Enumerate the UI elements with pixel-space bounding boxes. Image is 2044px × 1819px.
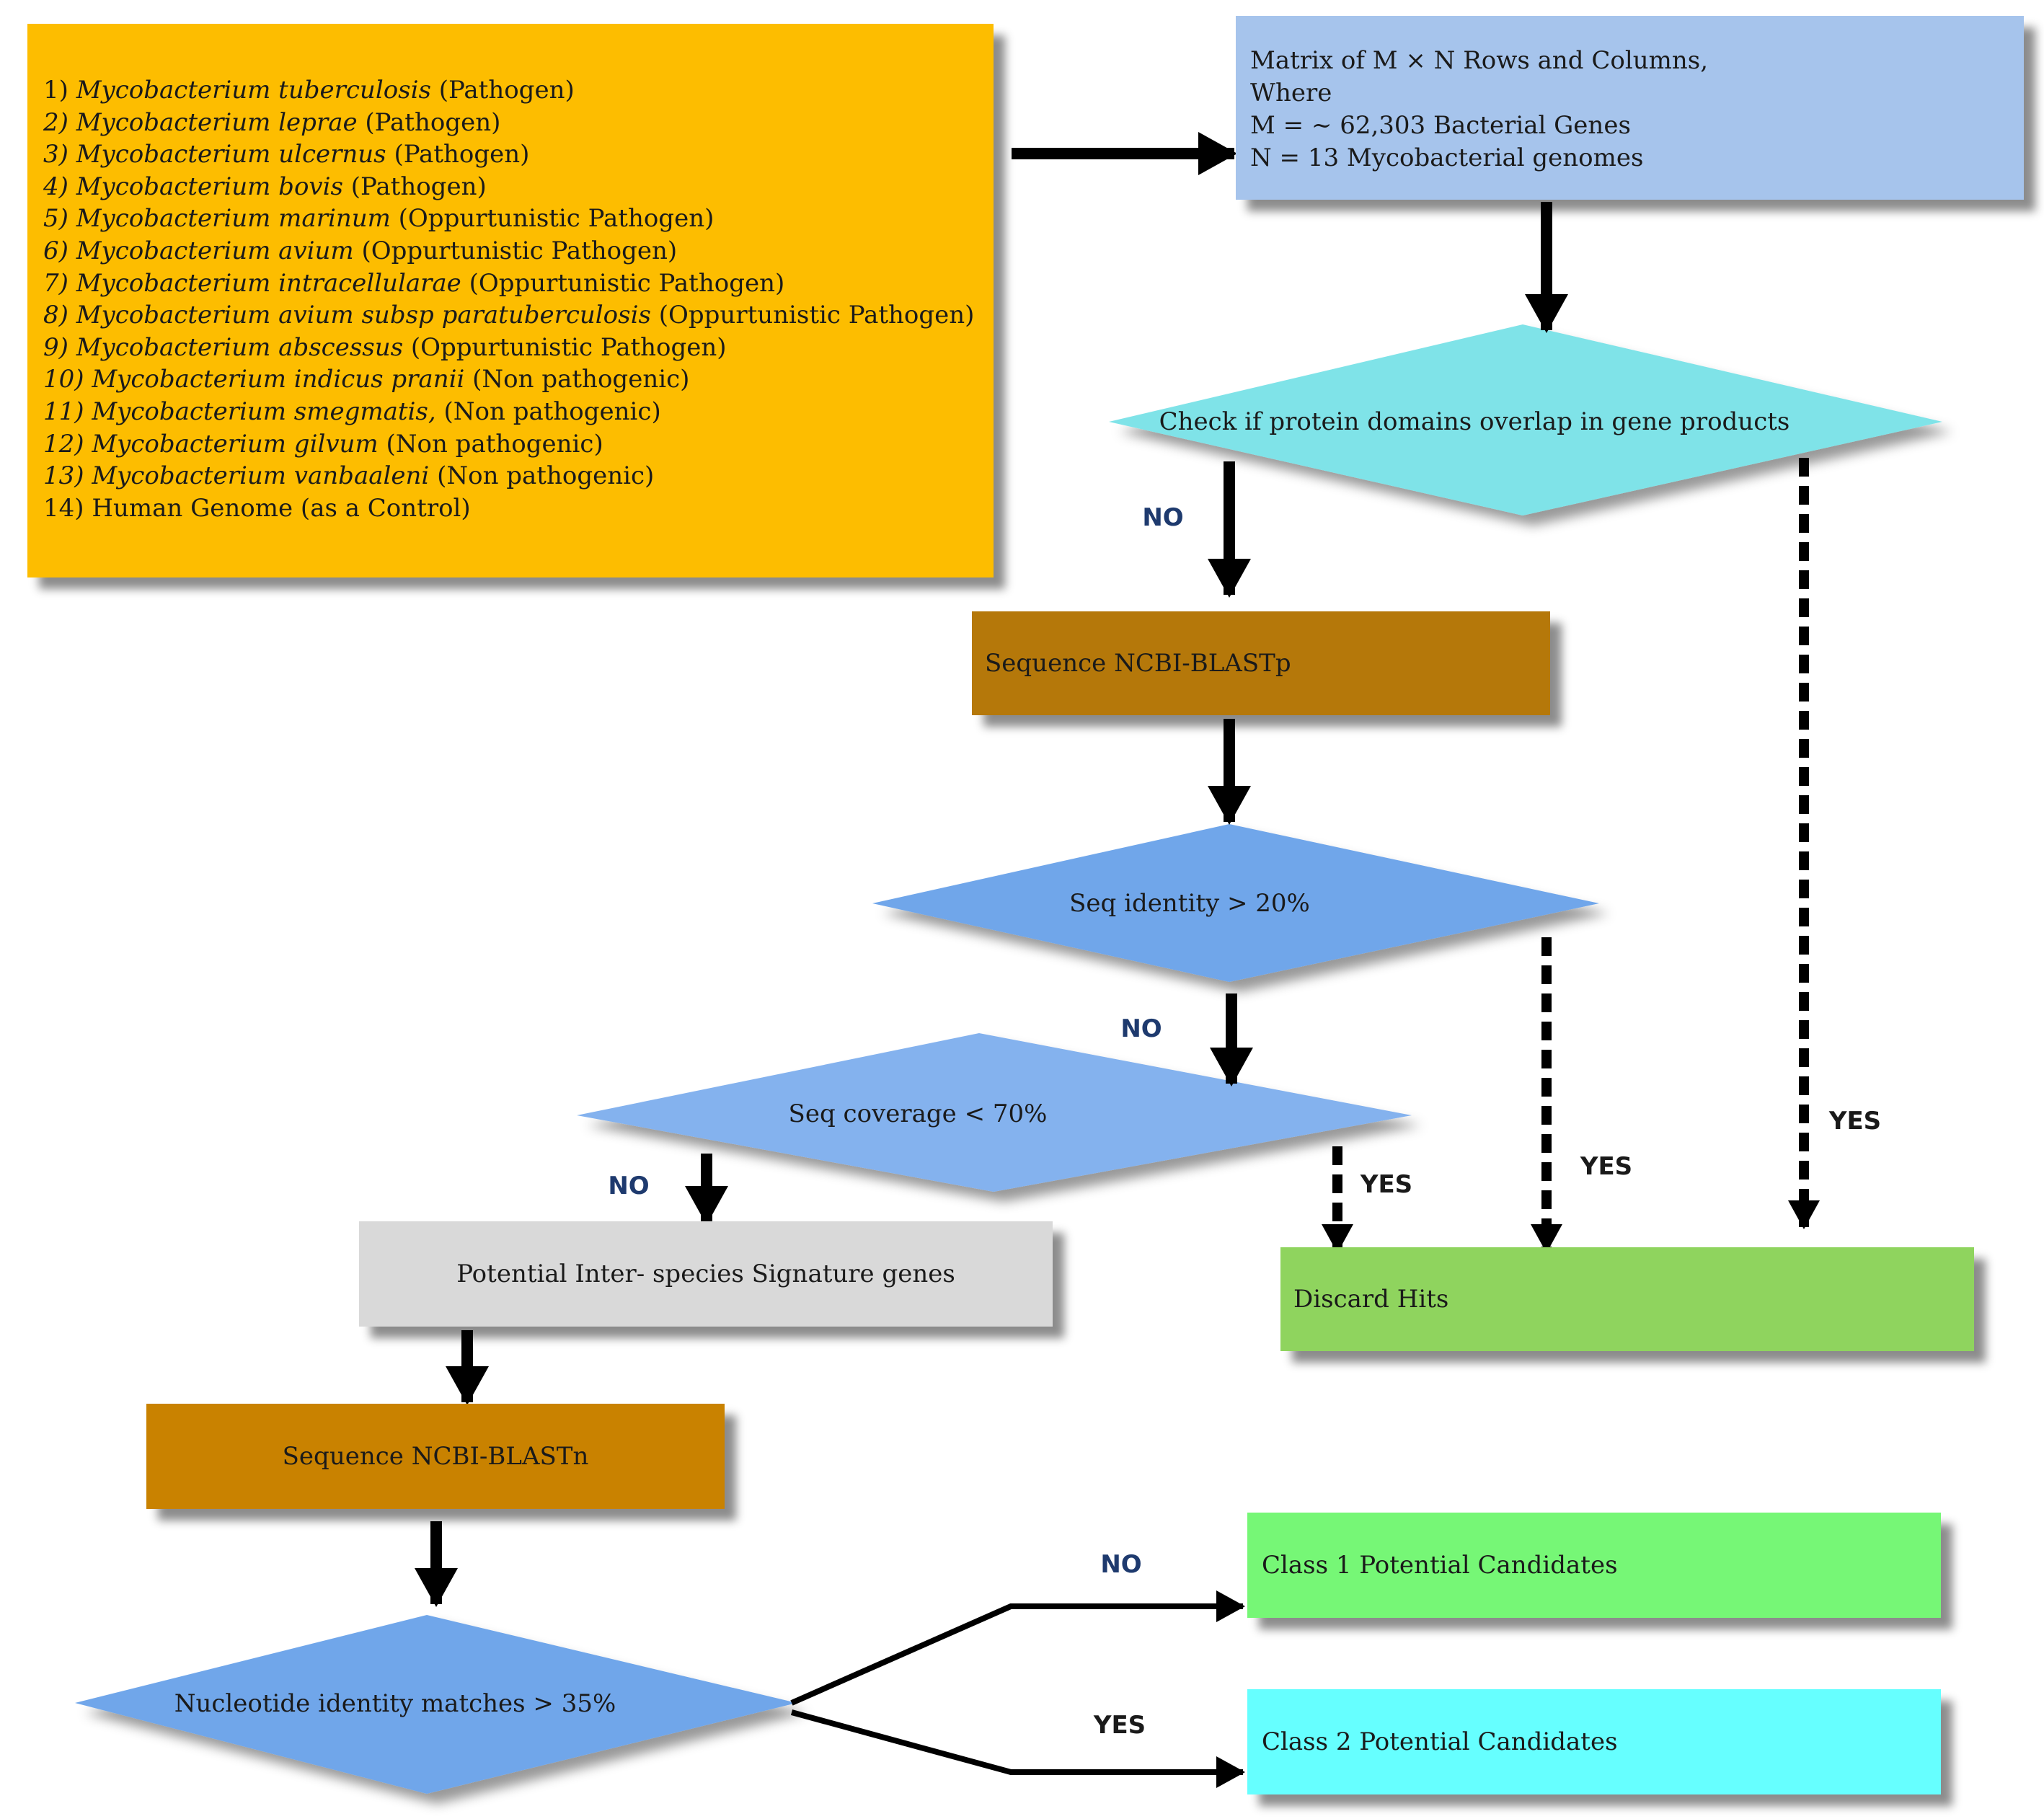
species-number: 1) [43,76,68,105]
species-type: (Oppurtunistic Pathogen) [361,236,678,265]
species-list-item: 6) Mycobacterium avium (Oppurtunistic Pa… [43,235,974,267]
species-type: (Non pathogenic) [443,397,661,426]
species-type: (Non pathogenic) [437,461,655,491]
species-list-item: 12) Mycobacterium gilvum (Non pathogenic… [43,428,974,461]
species-list-item: 9) Mycobacterium abscessus (Oppurtunisti… [43,332,974,364]
species-list-item: 7) Mycobacterium intracellularae (Oppurt… [43,267,974,300]
species-list-item: 5) Mycobacterium marinum (Oppurtunistic … [43,203,974,235]
species-list-item: 10) Mycobacterium indicus pranii (Non pa… [43,363,974,396]
matrix-box: Matrix of M × N Rows and Columns, Where … [1236,16,2024,200]
species-type: (Oppurtunistic Pathogen) [410,332,727,362]
no-label-identity: NO [1120,1014,1162,1043]
discard-hits-box: Discard Hits [1280,1247,1974,1351]
species-type: Human Genome (as a Control) [92,493,471,523]
species-type: (Oppurtunistic Pathogen) [469,268,785,298]
species-name: Mycobacterium tuberculosis [76,76,431,105]
species-name: Mycobacterium avium subsp paratuberculos… [76,301,651,330]
yes-label-nucleotide: YES [1093,1711,1146,1740]
seq-coverage-decision-text: Seq coverage < 70% [788,1099,1048,1128]
species-name: Mycobacterium gilvum [92,429,379,459]
blastn-label: Sequence NCBI-BLASTn [282,1442,589,1471]
diamond-domains [1109,324,1942,515]
species-list-item: 8) Mycobacterium avium subsp paratubercu… [43,299,974,332]
species-list-item: 11) Mycobacterium smegmatis, (Non pathog… [43,396,974,428]
signature-genes-label: Potential Inter- species Signature genes [456,1260,955,1288]
yes-label-coverage: YES [1360,1170,1413,1199]
blastn-box: Sequence NCBI-BLASTn [146,1404,725,1509]
no-label-nucleotide: NO [1100,1550,1142,1579]
species-name: Mycobacterium indicus pranii [92,365,465,394]
species-number: 14) [43,493,84,523]
species-name: Mycobacterium avium [76,236,354,265]
species-type: (Oppurtunistic Pathogen) [398,204,714,234]
species-number: 5) [43,204,68,234]
species-number: 6) [43,236,68,265]
species-number: 13) [43,461,84,491]
matrix-line-3: M = ~ 62,303 Bacterial Genes [1250,111,1631,140]
species-list: 1) Mycobacterium tuberculosis (Pathogen)… [43,74,974,524]
species-name: Mycobacterium intracellularae [76,268,461,298]
species-number: 12) [43,429,84,459]
class1-candidates-label: Class 1 Potential Candidates [1262,1551,1618,1580]
signature-genes-box: Potential Inter- species Signature genes [359,1221,1053,1327]
species-list-item: 1) Mycobacterium tuberculosis (Pathogen) [43,74,974,107]
blastp-label: Sequence NCBI-BLASTp [985,649,1291,678]
species-number: 4) [43,172,68,201]
arrow-nucleotide-no-to-class1 [790,1590,1245,1706]
discard-hits-label: Discard Hits [1293,1285,1449,1314]
species-name: Mycobacterium bovis [76,172,343,201]
species-list-item: 2) Mycobacterium leprae (Pathogen) [43,107,974,139]
species-type: (Pathogen) [438,76,575,105]
diamond-seq-coverage [577,1033,1412,1192]
species-name: Mycobacterium vanbaaleni [92,461,430,491]
matrix-line-2: Where [1250,79,1332,107]
yes-label-identity: YES [1580,1152,1633,1181]
species-number: 8) [43,301,68,330]
species-name: Mycobacterium smegmatis, [92,397,436,426]
species-list-item: 4) Mycobacterium bovis (Pathogen) [43,171,974,203]
species-number: 3) [43,140,68,169]
class2-candidates-box: Class 2 Potential Candidates [1247,1689,1941,1794]
species-name: Mycobacterium abscessus [76,332,404,362]
species-list-box: 1) Mycobacterium tuberculosis (Pathogen)… [27,24,994,577]
species-type: (Non pathogenic) [472,365,690,394]
species-list-item: 13) Mycobacterium vanbaaleni (Non pathog… [43,460,974,492]
diamond-seq-identity [872,824,1599,982]
species-number: 2) [43,107,68,137]
class2-candidates-label: Class 2 Potential Candidates [1262,1727,1618,1756]
species-type: (Pathogen) [394,140,530,169]
blastp-box: Sequence NCBI-BLASTp [972,611,1550,715]
seq-identity-decision-text: Seq identity > 20% [1069,889,1310,918]
yes-label-domains: YES [1828,1107,1882,1136]
species-list-item: 3) Mycobacterium ulcernus (Pathogen) [43,138,974,171]
domains-decision-text: Check if protein domains overlap in gene… [1159,407,1790,436]
species-name: Mycobacterium marinum [76,204,391,234]
arrow-nucleotide-yes-to-class2 [790,1709,1245,1788]
class1-candidates-box: Class 1 Potential Candidates [1247,1513,1941,1618]
species-number: 7) [43,268,68,298]
species-number: 9) [43,332,68,362]
species-type: (Oppurtunistic Pathogen) [658,301,975,330]
species-name: Mycobacterium ulcernus [76,140,386,169]
matrix-line-4: N = 13 Mycobacterial genomes [1250,143,1644,172]
species-number: 11) [43,397,84,426]
species-type: (Pathogen) [365,107,501,137]
species-number: 10) [43,365,84,394]
matrix-line-1: Matrix of M × N Rows and Columns, [1250,46,1709,75]
species-list-item: 14) Human Genome (as a Control) [43,492,974,525]
nucleotide-decision-text: Nucleotide identity matches > 35% [174,1689,616,1718]
species-type: (Non pathogenic) [386,429,603,459]
species-name: Mycobacterium leprae [76,107,358,137]
diamond-nucleotide [75,1615,797,1794]
species-type: (Pathogen) [350,172,487,201]
no-label-domains: NO [1142,503,1184,532]
no-label-coverage: NO [608,1172,650,1200]
